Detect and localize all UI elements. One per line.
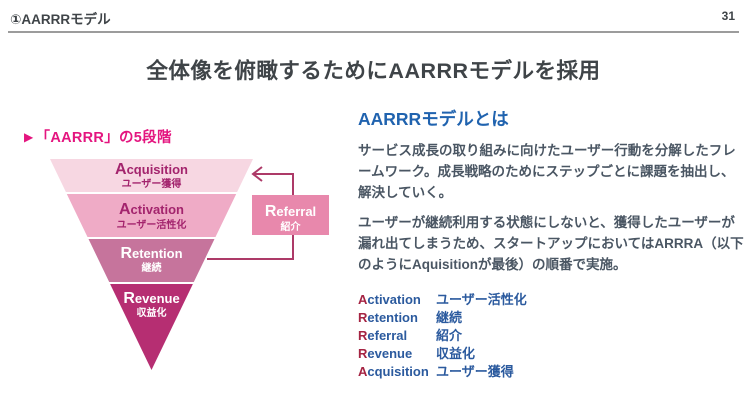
funnel-sublabel-activation: ユーザー活性化 xyxy=(117,218,187,231)
page-number: 31 xyxy=(721,9,735,23)
referral-box-label: Referral xyxy=(265,203,316,220)
panel-heading: AARRRモデルとは xyxy=(358,109,509,129)
aarrr-funnel-diagram: Referral 紹介 Acquisition ユーザー獲得 Activatio… xyxy=(50,159,329,370)
funnel-sublabel-revenue: 収益化 xyxy=(137,306,167,319)
panel-paragraph: ユーザーが継続利用する状態にしないと、獲得したユーザーが漏れ出てしまうため、スタ… xyxy=(358,215,744,272)
caption-marker-icon: ▶ xyxy=(24,130,34,144)
slide-title: 全体像を俯瞰するためにAARRRモデルを採用 xyxy=(146,59,601,83)
referral-box xyxy=(252,195,329,235)
funnel-layer-retention xyxy=(88,239,215,282)
funnel-layer-activation xyxy=(66,194,237,237)
funnel-label-revenue: Revenue xyxy=(123,290,179,307)
funnel-layer-acquisition xyxy=(50,159,253,192)
section-header-label: ①AARRRモデル xyxy=(10,12,111,27)
referral-box-sublabel: 紹介 xyxy=(281,220,302,233)
funnel-sublabel-acquisition: ユーザー獲得 xyxy=(122,177,182,190)
description-panel: AARRRモデルとは サービス成長の取り組みに向けたユーザー行動を分解したフレー… xyxy=(358,106,746,381)
caption-text: 「AARRR」の5段階 xyxy=(35,130,172,146)
header-divider xyxy=(8,31,739,33)
funnel-layer-revenue xyxy=(110,284,193,370)
funnel-label-activation: Activation xyxy=(119,201,184,218)
funnel-label-retention: Retention xyxy=(120,245,182,262)
connector-arrowhead-icon xyxy=(251,166,263,182)
funnel-caption: ▶「AARRR」の5段階 xyxy=(24,126,172,147)
funnel-label-acquisition: Acquisition xyxy=(115,161,188,178)
panel-paragraph: サービス成長の取り組みに向けたユーザー行動を分解したフレームワーク。成長戦略のた… xyxy=(358,143,736,200)
funnel-sublabel-retention: 継続 xyxy=(142,261,162,274)
